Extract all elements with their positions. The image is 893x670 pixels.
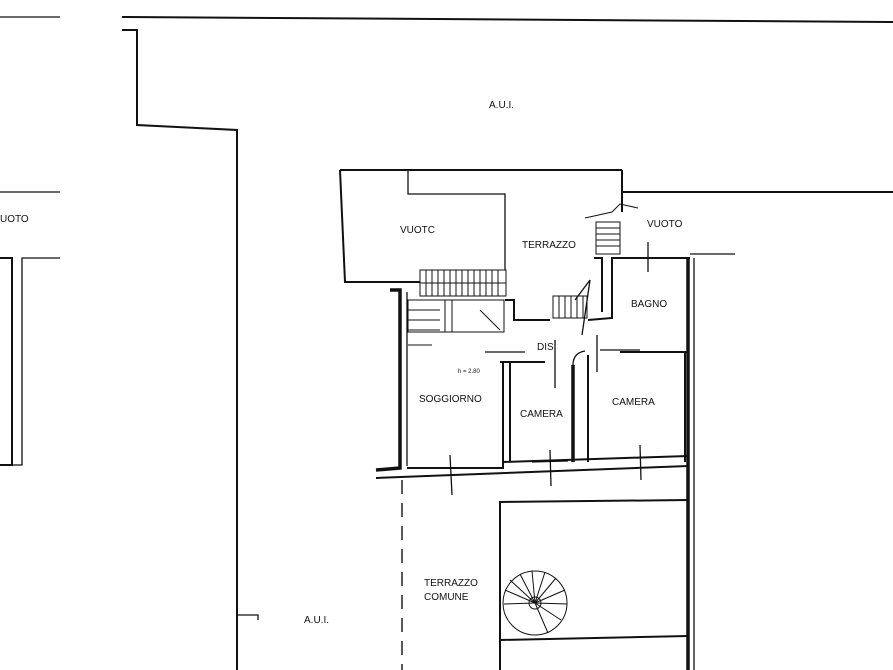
label-terrazzo-comune-1: TERRAZZO bbox=[424, 578, 478, 589]
label-terrazzo: TERRAZZO bbox=[522, 240, 576, 251]
spiral-stair bbox=[502, 570, 568, 636]
label-dis: DIS. bbox=[537, 342, 556, 353]
stairs-main bbox=[407, 269, 507, 346]
left-building bbox=[0, 16, 60, 466]
label-soggiorno: SOGGIORNO bbox=[419, 394, 482, 405]
label-vuoto-main: VUOTC bbox=[400, 225, 435, 236]
label-bagno: BAGNO bbox=[631, 299, 667, 310]
common-terrace bbox=[401, 480, 689, 670]
label-camera-1: CAMERA bbox=[520, 409, 563, 420]
label-height-note: h = 2.80 bbox=[458, 369, 481, 375]
label-terrazzo-comune-2: COMUNE bbox=[424, 592, 469, 603]
apartment-walls bbox=[375, 242, 735, 670]
label-aui-top: A.U.I. bbox=[489, 100, 514, 111]
label-vuoto-right: VUOTO bbox=[647, 219, 683, 230]
label-camera-2: CAMERA bbox=[612, 397, 655, 408]
label-vuoto-left: UOTO bbox=[0, 214, 29, 225]
label-aui-bottom: A.U.I. bbox=[304, 615, 329, 626]
stairs-terrace bbox=[552, 203, 639, 319]
site-boundary bbox=[121, 16, 893, 670]
